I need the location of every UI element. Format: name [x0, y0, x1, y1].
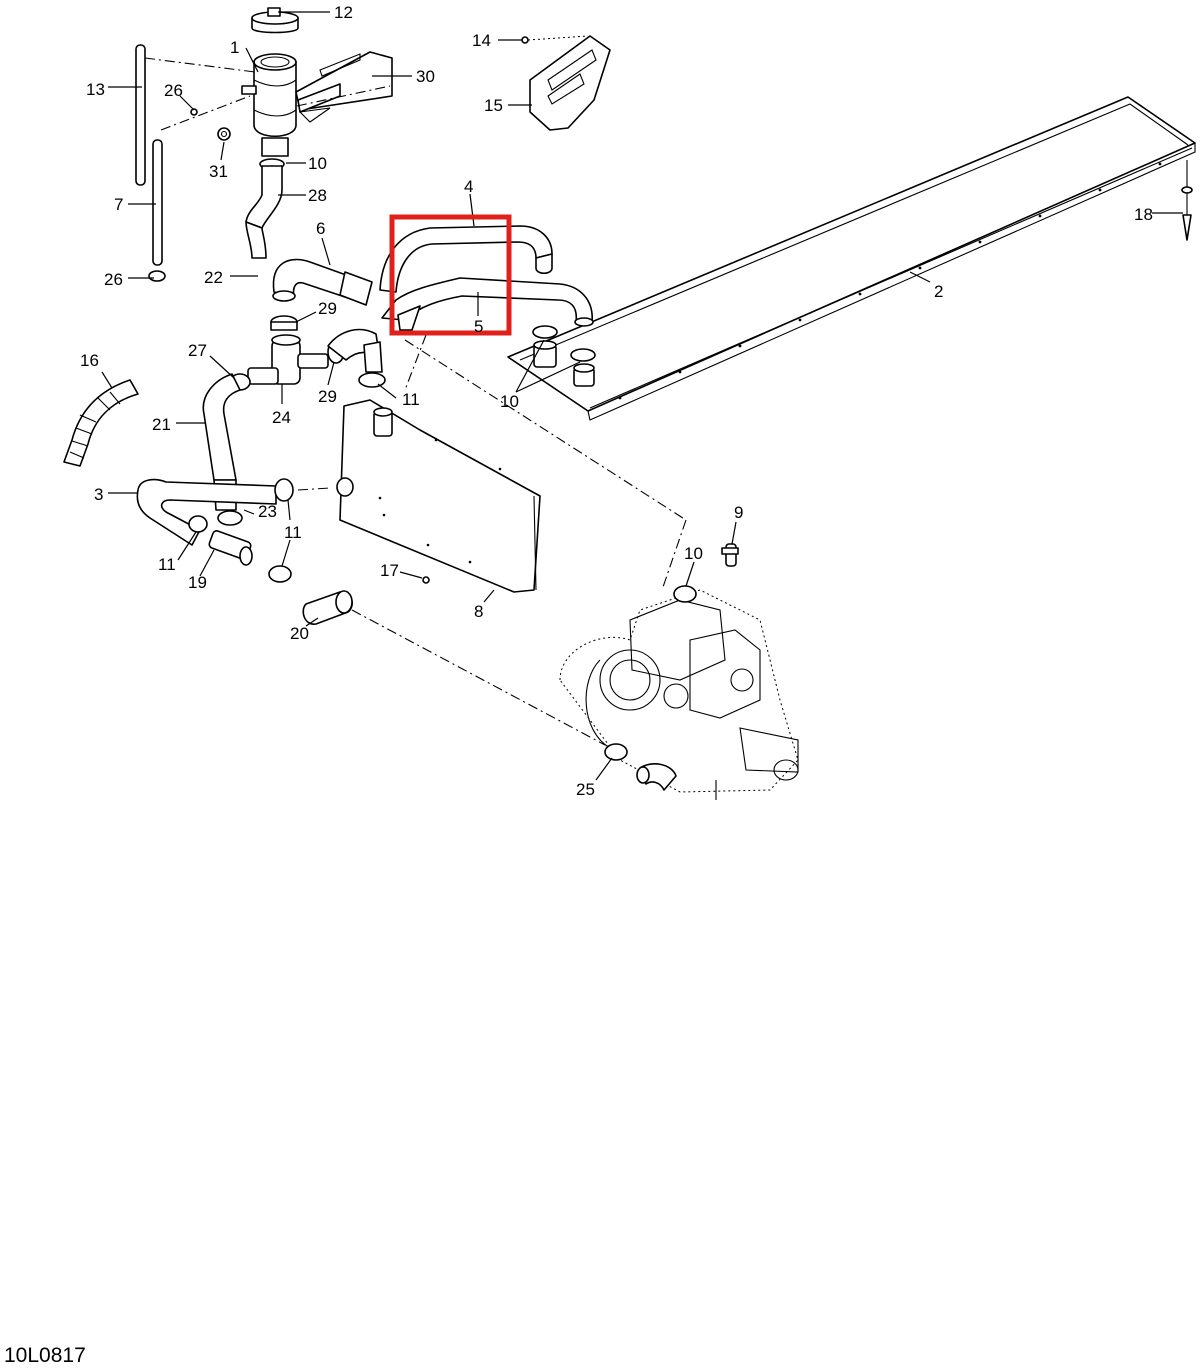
callout-8: 8: [474, 602, 483, 621]
hose-5[interactable]: [381, 277, 594, 331]
callout-24: 24: [272, 408, 291, 427]
callout-14: 14: [472, 31, 491, 50]
callout-31: 31: [209, 162, 228, 181]
callout-20: 20: [290, 624, 309, 643]
callout-26-bottom: 26: [104, 270, 123, 289]
vent-tube-13[interactable]: [135, 44, 146, 186]
callout-9: 9: [734, 503, 743, 522]
alignment-lines: [144, 57, 687, 746]
rivet-fastener[interactable]: [1181, 160, 1193, 241]
callout-10-radiator: 10: [500, 392, 519, 411]
callout-21: 21: [152, 415, 171, 434]
hose-outlet[interactable]: [327, 328, 383, 373]
callout-11-upper: 11: [402, 390, 420, 409]
callout-29-bottom: 29: [318, 387, 337, 406]
callout-10-engine: 10: [684, 544, 703, 563]
callout-7: 7: [114, 195, 123, 214]
figure-id-label: 10L0817: [4, 1344, 86, 1367]
callout-2: 2: [934, 282, 943, 301]
callout-3: 3: [94, 485, 103, 504]
t-fitting[interactable]: [247, 334, 329, 385]
hose-clamp-11b[interactable]: [188, 515, 208, 533]
callout-26-top: 26: [164, 81, 183, 100]
bleeder-fitting-9[interactable]: [721, 543, 739, 567]
callout-18: 18: [1134, 205, 1153, 224]
callout-23: 23: [258, 502, 277, 521]
screw-17[interactable]: [422, 576, 430, 584]
hose-28[interactable]: [245, 158, 285, 259]
callout-12: 12: [334, 3, 353, 22]
hose-clamp-10[interactable]: [532, 325, 596, 362]
vent-tube-7[interactable]: [148, 139, 166, 282]
screw-14[interactable]: [521, 35, 589, 44]
heat-exchanger[interactable]: [507, 96, 1196, 421]
callout-22: 22: [204, 268, 223, 287]
hose-connector-29[interactable]: [270, 315, 298, 331]
heat-shield-panel[interactable]: [336, 399, 541, 593]
engine-block[interactable]: [559, 589, 799, 800]
hose-clamp-10-engine[interactable]: [673, 585, 697, 603]
callout-4: 4: [464, 177, 473, 196]
callout-5: 5: [474, 317, 483, 336]
hose-clamp-11c[interactable]: [274, 478, 294, 502]
callout-11-right: 11: [284, 523, 302, 542]
callout-1: 1: [230, 38, 239, 57]
hose-20[interactable]: [302, 590, 353, 625]
callout-15: 15: [484, 96, 503, 115]
hose-clamp-23[interactable]: [217, 510, 243, 526]
hose-clamp-11d[interactable]: [268, 565, 292, 583]
callout-6: 6: [316, 219, 325, 238]
elbow-fitting-19[interactable]: [208, 530, 253, 566]
callout-10-reservoir: 10: [308, 154, 327, 173]
hose-clamp-25[interactable]: [604, 743, 628, 761]
corrugated-hose-16[interactable]: [63, 379, 139, 467]
leader-lines: [101, 11, 1183, 781]
coolant-reservoir[interactable]: [241, 53, 297, 157]
reservoir-mount-bracket[interactable]: [295, 51, 393, 123]
hose-3[interactable]: [136, 478, 277, 546]
callout-19: 19: [188, 573, 207, 592]
callout-29-top: 29: [318, 299, 337, 318]
callout-16: 16: [80, 351, 99, 370]
callout-13: 13: [86, 80, 105, 99]
reservoir-screw-26[interactable]: [190, 108, 198, 116]
highlight-box: [389, 214, 512, 336]
callout-17: 17: [380, 561, 399, 580]
callout-28: 28: [308, 186, 327, 205]
callout-30: 30: [416, 67, 435, 86]
callout-27: 27: [188, 341, 207, 360]
callout-25: 25: [576, 780, 595, 799]
reservoir-cap[interactable]: [251, 7, 299, 34]
engine-outlet-elbow[interactable]: [636, 763, 677, 791]
callout-11-left: 11: [158, 555, 176, 574]
hose-4[interactable]: [379, 225, 553, 293]
callout-labels: 12 1 30 13 26 31 10 28 7 26 22 6 14 15 4…: [80, 3, 1153, 799]
hose-clamp-11a[interactable]: [358, 372, 386, 388]
hose-6[interactable]: [272, 258, 373, 306]
deflector-plate[interactable]: [529, 35, 611, 131]
reservoir-nut[interactable]: [217, 127, 231, 141]
